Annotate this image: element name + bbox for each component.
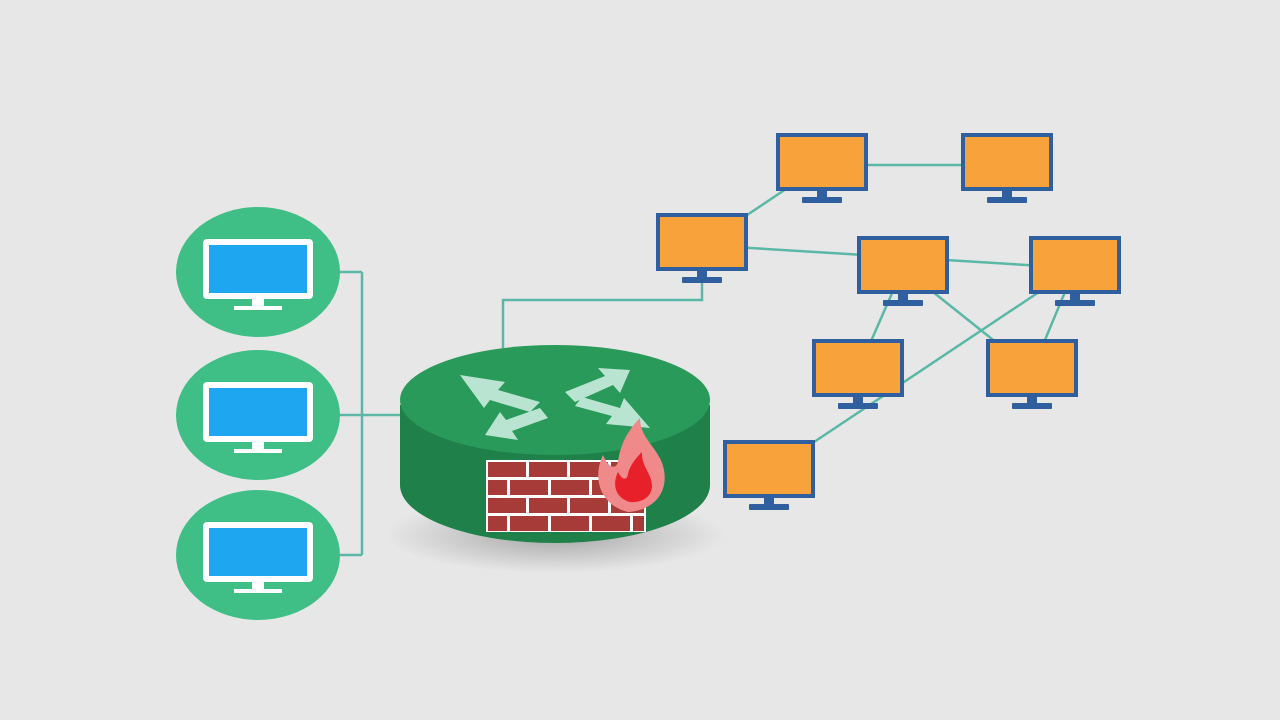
fire-icon	[598, 418, 665, 512]
internal-host-2	[176, 350, 340, 480]
monitor-screen	[660, 217, 744, 267]
router-uplink	[501, 283, 704, 348]
external-host-1	[776, 133, 868, 203]
monitor-screen	[861, 240, 945, 290]
internal-network	[176, 207, 340, 620]
brick	[592, 516, 630, 531]
external-network	[656, 133, 1121, 510]
monitor-neck	[1027, 397, 1037, 404]
monitor-screen	[990, 343, 1074, 393]
external-host-6	[812, 339, 904, 409]
brick	[551, 480, 589, 495]
brick	[488, 462, 526, 477]
brick	[570, 498, 608, 513]
router-arrows-icon	[460, 368, 650, 440]
monitor-icon	[203, 382, 313, 453]
monitor-stand	[802, 197, 842, 203]
brick	[488, 480, 507, 495]
external-host-7	[986, 339, 1078, 409]
internal-host-1	[176, 207, 340, 337]
brick	[488, 498, 526, 513]
monitor-neck	[853, 397, 863, 404]
monitor-screen	[780, 137, 864, 187]
router-firewall	[385, 345, 725, 573]
monitor-neck	[1002, 191, 1012, 198]
internal-host-3	[176, 490, 340, 620]
router-top	[400, 345, 710, 455]
monitor-stand	[682, 277, 722, 283]
monitor-screen	[727, 444, 811, 494]
monitor-screen	[1033, 240, 1117, 290]
external-host-2	[961, 133, 1053, 203]
monitor-icon	[203, 239, 313, 310]
monitor-icon	[203, 522, 313, 593]
monitor-neck	[764, 498, 774, 505]
monitor-screen	[965, 137, 1049, 187]
brick	[529, 462, 567, 477]
brick	[488, 516, 507, 531]
monitor-stand	[987, 197, 1027, 203]
external-host-8	[723, 440, 815, 510]
brick	[529, 498, 567, 513]
monitor-stand	[838, 403, 878, 409]
monitor-neck	[697, 271, 707, 278]
monitor-neck	[898, 294, 908, 301]
monitor-stand	[1012, 403, 1052, 409]
brick	[510, 516, 548, 531]
monitor-neck	[1070, 294, 1080, 301]
wan-link	[768, 266, 1076, 474]
brick	[510, 480, 548, 495]
external-host-5	[1029, 236, 1121, 306]
brick	[633, 516, 644, 531]
monitor-neck	[817, 191, 827, 198]
monitor-stand	[749, 504, 789, 510]
monitor-stand	[1055, 300, 1095, 306]
external-host-4	[857, 236, 949, 306]
monitor-stand	[883, 300, 923, 306]
external-host-3	[656, 213, 748, 283]
monitor-screen	[816, 343, 900, 393]
brick	[551, 516, 589, 531]
